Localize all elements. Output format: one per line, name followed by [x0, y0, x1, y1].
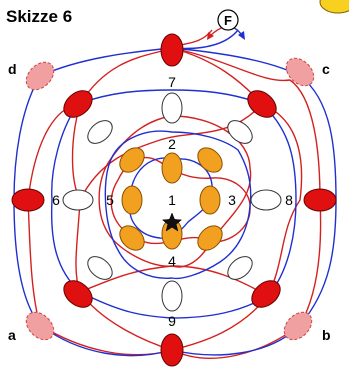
sun-shape — [319, 0, 349, 14]
red-oval-tr — [247, 90, 277, 118]
red-oval-bl — [63, 280, 93, 308]
corner-label-a: a — [8, 327, 16, 343]
orange-oval-ur — [197, 147, 223, 173]
f-blue-arrowhead — [238, 31, 245, 40]
label-6: 6 — [52, 192, 60, 208]
white-oval-ur — [227, 120, 253, 144]
white-oval-8 — [250, 189, 282, 211]
orange-oval-5 — [121, 185, 143, 215]
white-oval-ll — [87, 256, 113, 280]
corner-oval-c — [285, 57, 315, 87]
f-marker: F — [207, 9, 245, 40]
orange-oval-ul — [119, 147, 145, 173]
label-9: 9 — [168, 313, 176, 329]
label-2: 2 — [168, 136, 176, 152]
orange-oval-lr — [197, 225, 223, 251]
corner-oval-d — [25, 61, 55, 91]
star-icon — [161, 212, 183, 232]
corner-oval-b — [283, 311, 313, 341]
red-oval-tl — [63, 90, 93, 118]
white-oval-ul — [87, 120, 113, 144]
orange-oval-3 — [199, 185, 221, 215]
orange-ovals — [119, 147, 223, 251]
label-1: 1 — [168, 192, 176, 208]
corner-label-c: c — [322, 61, 330, 77]
red-oval-left — [11, 188, 45, 212]
f-label: F — [224, 13, 232, 28]
red-path-group — [27, 29, 322, 359]
corner-oval-a — [25, 311, 55, 341]
red-oval-top — [160, 33, 184, 67]
label-7: 7 — [168, 74, 176, 90]
white-oval-7 — [161, 92, 183, 124]
red-ovals — [11, 33, 337, 367]
white-oval-9 — [161, 280, 183, 312]
label-5: 5 — [106, 192, 114, 208]
label-8: 8 — [285, 192, 293, 208]
corner-label-b: b — [322, 327, 331, 343]
blue-outer-loop — [13, 29, 337, 357]
red-mid-loop — [27, 47, 322, 359]
label-4: 4 — [168, 253, 176, 269]
blue-inner-loop — [104, 130, 252, 280]
orange-oval-ll — [119, 225, 145, 251]
red-oval-right — [303, 188, 337, 212]
pink-ovals — [25, 57, 315, 341]
white-ovals — [62, 92, 282, 312]
f-circle — [217, 9, 239, 31]
red-loop-bottom — [79, 265, 269, 297]
red-oval-bottom — [160, 333, 184, 367]
red-oval-br — [251, 280, 281, 308]
red-outer-loop — [71, 29, 303, 351]
f-red-arrowhead — [207, 32, 214, 40]
orange-oval-2 — [161, 152, 183, 184]
corner-label-d: d — [8, 61, 17, 77]
label-3: 3 — [228, 192, 236, 208]
white-oval-lr — [227, 256, 253, 280]
sketch-title: Skizze 6 — [6, 7, 72, 26]
white-oval-6 — [62, 189, 94, 211]
